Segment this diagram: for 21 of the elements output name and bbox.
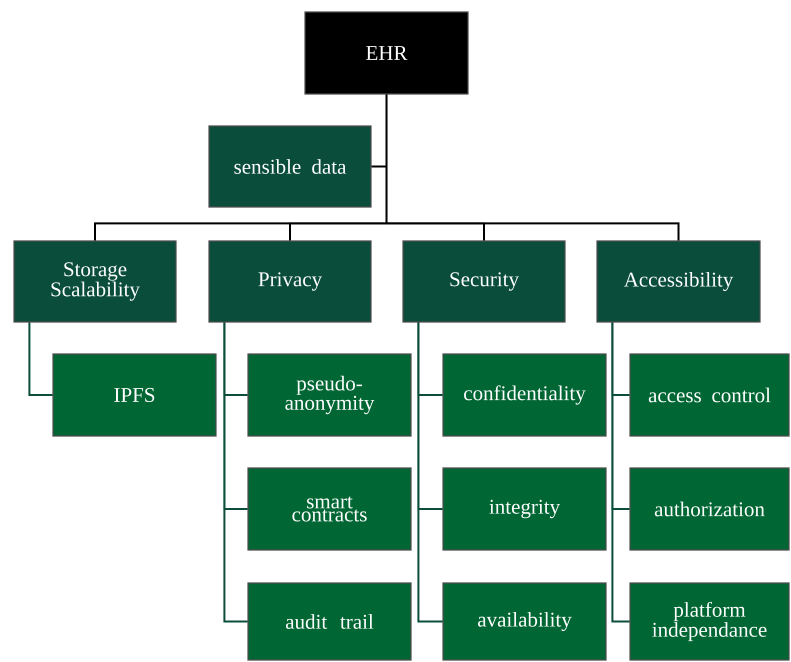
item-box: smart contracts bbox=[247, 467, 412, 551]
category-box: Security bbox=[402, 240, 566, 323]
item-box: audit trail bbox=[247, 582, 412, 661]
item-box: integrity bbox=[442, 467, 607, 551]
category-box: Storage Scalability bbox=[13, 240, 177, 323]
item-box: availability bbox=[442, 582, 607, 661]
connector-line bbox=[223, 322, 248, 622]
category-box: Accessibility bbox=[596, 240, 761, 323]
connector-line bbox=[386, 94, 680, 240]
category-box: Privacy bbox=[208, 240, 372, 323]
connector-line bbox=[611, 322, 630, 622]
item-box: access control bbox=[629, 353, 790, 437]
category-box: sensible data bbox=[208, 125, 372, 208]
item-box: authorization bbox=[629, 467, 790, 551]
item-box: confidentiality bbox=[442, 353, 607, 437]
connector-line bbox=[417, 322, 442, 622]
connector-line bbox=[28, 322, 52, 396]
item-box: platform independance bbox=[629, 582, 790, 661]
item-box: IPFS bbox=[52, 353, 217, 437]
item-box: pseudo-anonymity bbox=[247, 353, 412, 437]
root-box: EHR bbox=[304, 11, 469, 95]
